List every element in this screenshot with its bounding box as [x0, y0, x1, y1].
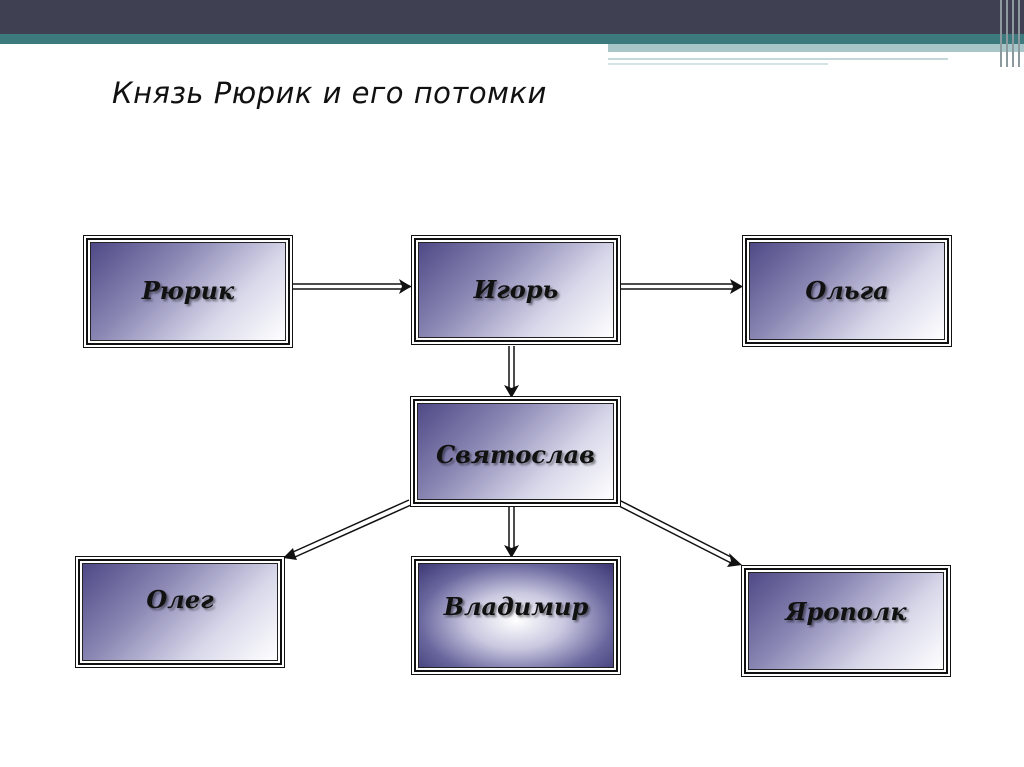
- header-light-bar: [608, 44, 1024, 52]
- connector-svyatoslav-yaropolk: [616, 499, 742, 567]
- connector-rurik-igor: [292, 279, 412, 294]
- node-label: Рюрик: [141, 276, 235, 305]
- connector-igor-svyatoslav: [504, 346, 519, 398]
- header-accent-line: [608, 58, 948, 60]
- header-accent-line: [608, 63, 828, 65]
- connector-svyatoslav-vladimir: [504, 506, 519, 558]
- node-yaropolk: Ярополк: [741, 565, 951, 677]
- node-oleg: Олег: [75, 556, 285, 668]
- node-vladimir: Владимир: [411, 556, 621, 675]
- header-dark-bar: [0, 0, 1024, 34]
- header-teal-bar: [0, 34, 1024, 44]
- node-label: Ярополк: [785, 597, 907, 626]
- node-svyatoslav: Святослав: [410, 396, 621, 507]
- node-rurik: Рюрик: [83, 235, 293, 348]
- node-igor: Игорь: [411, 235, 621, 345]
- node-olga: Ольга: [742, 235, 952, 347]
- node-label: Святослав: [436, 440, 595, 469]
- connector-svyatoslav-oleg: [283, 499, 412, 560]
- node-label: Владимир: [443, 592, 589, 621]
- node-label: Игорь: [473, 275, 559, 304]
- node-label: Олег: [146, 585, 214, 614]
- node-label: Ольга: [805, 276, 889, 305]
- header-stripes: [998, 0, 1024, 67]
- slide-title: Князь Рюрик и его потомки: [112, 76, 547, 110]
- connector-igor-olga: [621, 279, 743, 294]
